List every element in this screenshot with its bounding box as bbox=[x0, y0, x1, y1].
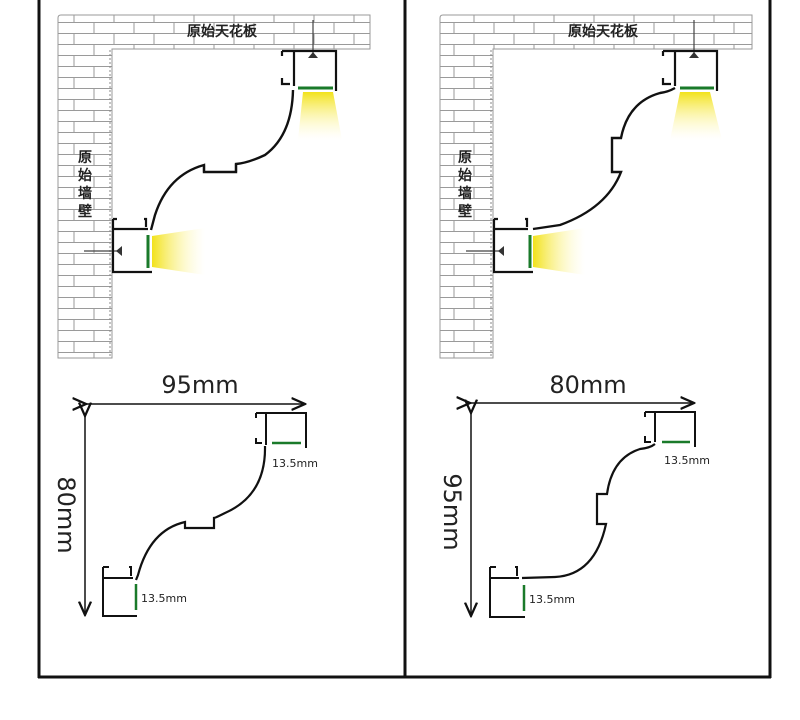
wall-label-3: 墙 bbox=[78, 185, 92, 202]
width-dimension-label: 95mm bbox=[161, 371, 238, 399]
wall-label-1: 原 bbox=[458, 150, 472, 166]
led-bottom-dimension: 13.5mm bbox=[529, 593, 575, 606]
led-top-dimension: 13.5mm bbox=[664, 454, 710, 467]
light-beam-top bbox=[670, 92, 722, 140]
cove-profile-curve bbox=[149, 89, 295, 231]
ceiling-label: 原始天花板 bbox=[568, 23, 639, 40]
height-dimension-label: 95mm bbox=[438, 473, 466, 550]
light-beam-left bbox=[152, 228, 205, 275]
ceiling-label: 原始天花板 bbox=[187, 23, 258, 40]
frame bbox=[37, 0, 772, 679]
led-bottom-dimension: 13.5mm bbox=[141, 592, 187, 605]
cove-profile-curve bbox=[521, 443, 656, 580]
wall-label-1: 原 bbox=[78, 150, 92, 166]
wall-label-3: 墙 bbox=[458, 185, 472, 202]
right-installation-diagram: 原始天花板 原 始 墙 壁 bbox=[439, 14, 753, 359]
height-dimension-label: 80mm bbox=[52, 476, 80, 553]
wall-label-2: 始 bbox=[78, 167, 92, 184]
light-beam-top bbox=[298, 92, 342, 140]
left-installation-diagram: 原始天花板 原 始 墙 壁 bbox=[57, 14, 371, 359]
left-dimension-drawing: 95mm 80mm 13.5mm 13.5mm bbox=[52, 371, 318, 617]
wall-label-4: 壁 bbox=[78, 203, 92, 220]
right-dimension-drawing: 80mm 95mm 13.5mm 13.5mm bbox=[438, 371, 710, 618]
cove-profile-curve bbox=[134, 445, 267, 581]
light-beam-left bbox=[533, 228, 585, 275]
width-dimension-label: 80mm bbox=[549, 371, 626, 399]
wall-label-4: 壁 bbox=[458, 203, 472, 220]
led-top-dimension: 13.5mm bbox=[272, 457, 318, 470]
wall-label-2: 始 bbox=[458, 167, 472, 184]
cove-profile-curve bbox=[532, 86, 676, 231]
